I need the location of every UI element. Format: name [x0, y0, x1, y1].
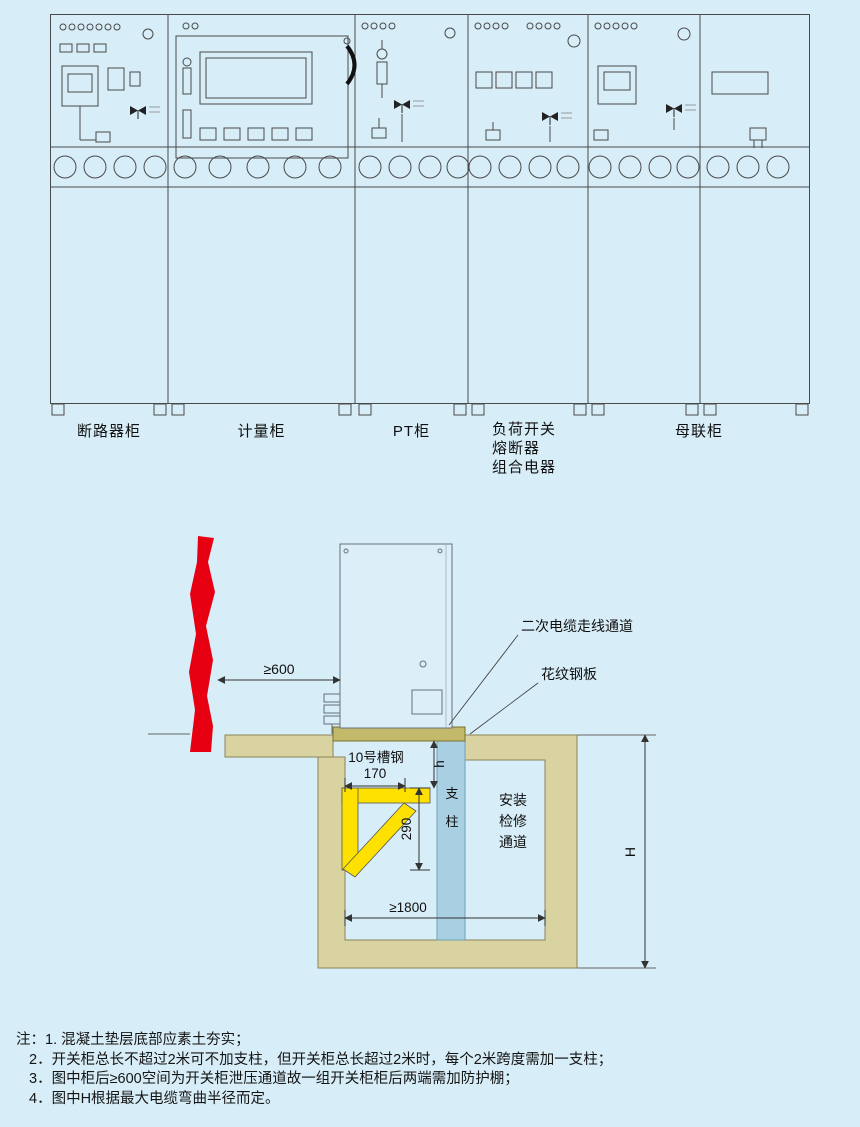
note-line-2: 2．开关柜总长不超过2米可不加支柱，但开关柜总长超过2米时，每个2米跨度需加一支… — [29, 1051, 613, 1068]
label-pt-cabinet: PT柜 — [392, 423, 431, 440]
channel-steel-frame — [341, 787, 431, 878]
cabinet-breaker-panel — [59, 23, 154, 143]
cabinet-pt-panel — [361, 22, 456, 142]
callout-steel-plate: 花纹钢板 — [541, 666, 597, 682]
indicator-lamp-icon — [665, 103, 697, 118]
dim-H: H — [622, 847, 638, 857]
note-line-4: 4．图中H根据最大电缆弯曲半径而定。 — [29, 1090, 280, 1107]
label-bus-tie-cabinet: 母联柜 — [674, 423, 723, 440]
dim-170: 170 — [364, 766, 387, 781]
cabinet-load-switch-panel — [474, 22, 581, 142]
installation-section-drawing: 二次电缆走线通道 花纹钢板 10号槽钢 ≥600 170 290 h ≥1800… — [148, 536, 656, 969]
door-handle-arc — [345, 44, 357, 86]
trench-structure — [317, 734, 578, 969]
label-load-switch-line1: 负荷开关 — [492, 421, 557, 438]
cabinet-bus-tie-panel — [593, 22, 691, 141]
indicator-lamp-icon — [541, 111, 573, 126]
indicator-lamp-icon — [393, 99, 425, 114]
callout-cable-channel: 二次电缆走线通道 — [521, 618, 633, 634]
floor-slab — [224, 734, 334, 758]
lineup-frame — [50, 14, 810, 404]
dim-rear-clearance: ≥600 — [263, 661, 294, 677]
label-metering-cabinet: 计量柜 — [237, 423, 286, 440]
leader-steel-plate — [469, 682, 539, 735]
section-dimension-labels: ≥600 170 290 h ≥1800 H — [263, 661, 638, 915]
dim-h: h — [432, 760, 447, 768]
notes: 注：1. 混凝土垫层底部应素土夯实； 2．开关柜总长不超过2米可不加支柱，但开关… — [16, 1031, 846, 1109]
leader-cable-channel — [448, 634, 519, 726]
rear-wall — [189, 536, 215, 752]
section-callouts: 二次电缆走线通道 花纹钢板 10号槽钢 — [348, 618, 633, 765]
support-column-label: 支柱 — [445, 786, 459, 829]
label-breaker-cabinet: 断路器柜 — [76, 423, 141, 440]
support-column — [436, 739, 466, 941]
indicator-lamp-icon — [129, 105, 161, 120]
dimension-lines — [217, 676, 649, 969]
label-load-switch-line2: 熔断器 — [492, 440, 541, 457]
note-line-1: 注：1. 混凝土垫层底部应素土夯实； — [16, 1032, 250, 1048]
switchgear-cabinet-section — [323, 543, 453, 734]
label-load-switch-line3: 组合电器 — [492, 459, 557, 476]
cabinet-bus-tie-right-panel — [711, 71, 769, 148]
cabinet-feet — [51, 403, 809, 416]
label-channel-steel: 10号槽钢 — [348, 750, 404, 765]
dim-290: 290 — [399, 818, 414, 841]
checkered-steel-plate — [332, 726, 466, 742]
access-channel-label: 安装检修通道 — [499, 792, 527, 850]
label-load-switch-cabinet: 负荷开关 熔断器 组合电器 — [492, 420, 588, 477]
note-line-3: 3．图中柜后≥600空间为开关柜泄压通道故一组开关柜柜后两端需加防护棚； — [29, 1071, 519, 1087]
meter-circle-row — [53, 155, 790, 179]
dim-1800: ≥1800 — [389, 900, 426, 915]
switchgear-lineup-drawing — [50, 14, 810, 416]
cabinet-metering-panel — [175, 22, 351, 159]
